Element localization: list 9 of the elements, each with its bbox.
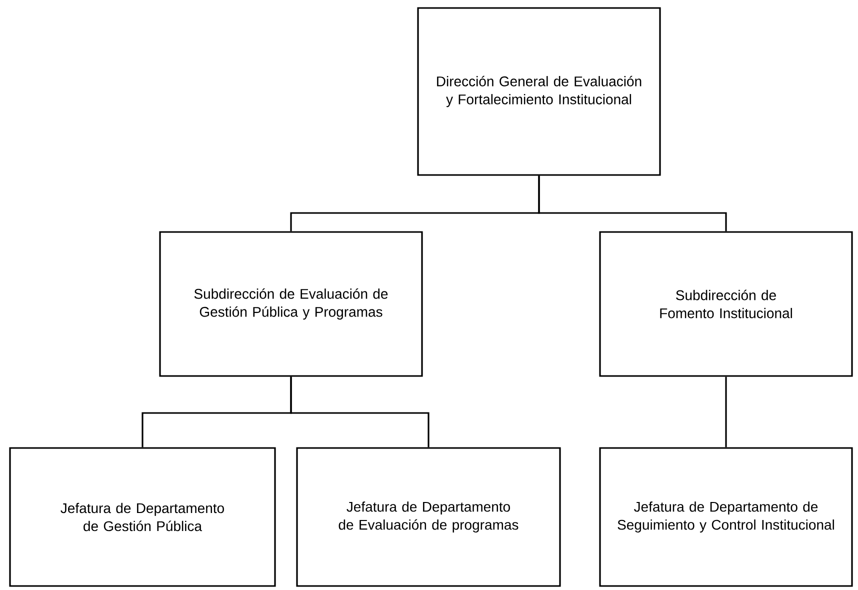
connector-line [725,376,727,448]
connector-line [290,376,430,448]
org-box: Jefatura de Departamento de Gestión Pública [9,447,276,587]
org-box: Jefatura de Departamento de Seguimiento y Control Institucional [599,447,853,587]
org-box: Subdirección de Evaluación de Gestión Pública y Programas [159,231,423,377]
org-box: Jefatura de Departamento de Evaluación de programas [296,447,561,587]
connector-line [538,176,727,232]
org-box: Dirección General de Evaluación y Fortalecimiento Institucional [417,7,661,176]
org-box: Subdirección de Fomento Institucional [599,231,853,377]
